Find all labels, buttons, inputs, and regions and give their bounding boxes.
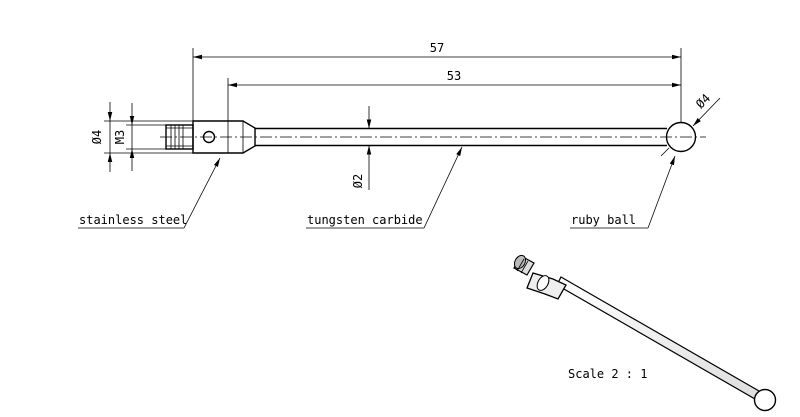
iso-ruby-ball	[753, 388, 777, 412]
overall-length-value: 57	[430, 41, 444, 55]
label-tungsten-carbide: tungsten carbide	[307, 213, 423, 227]
stem-diameter-value: Ø2	[351, 174, 365, 188]
scale-note: Scale 2 : 1	[568, 367, 647, 381]
dimension-lines: 57 53 Ø4 M3 Ø2 Ø4	[90, 41, 721, 190]
label-stainless-steel: stainless steel	[79, 213, 187, 227]
stem	[255, 127, 667, 147]
label-ruby-ball: ruby ball	[571, 213, 636, 227]
stylus-isometric-view	[513, 254, 777, 412]
stem-length-value: 53	[447, 69, 461, 83]
stylus-side-view	[160, 120, 706, 154]
material-labels: stainless steel tungsten carbide ruby ba…	[78, 146, 676, 229]
thread-value: M3	[113, 130, 127, 144]
shank-diameter-value: Ø4	[90, 130, 104, 144]
